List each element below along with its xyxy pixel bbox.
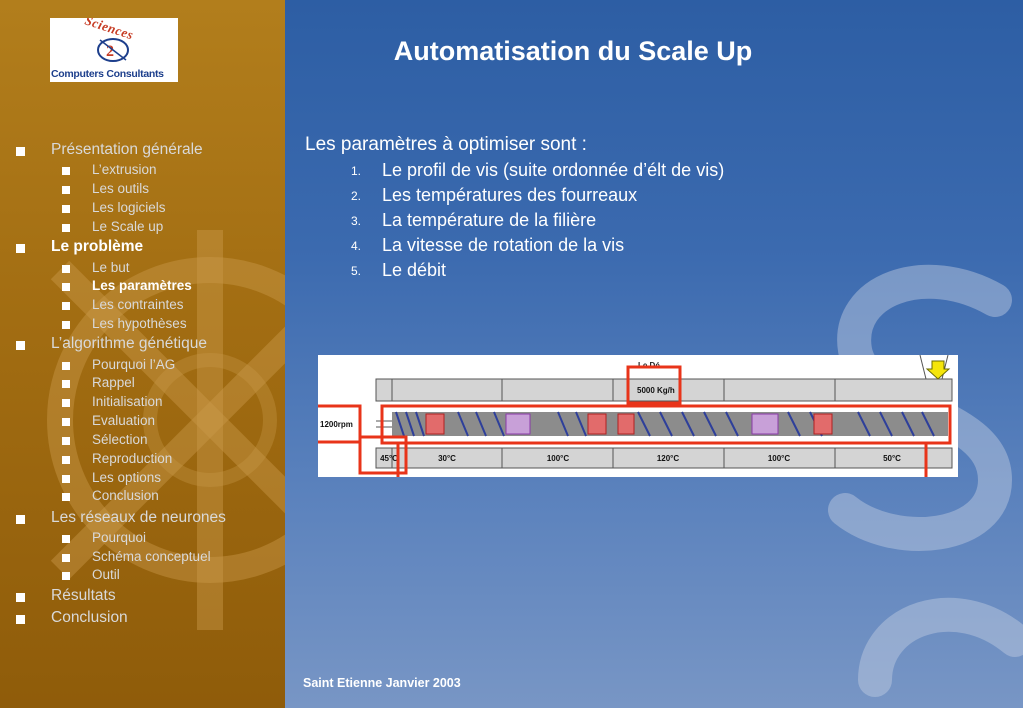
extruder-svg: Le Dé 5000 Kg/h 1200rpm (308, 354, 953, 481)
zone-temp-label: 100°C (768, 454, 791, 463)
square-bullet-icon (16, 244, 25, 253)
die-temp-highlight-box (358, 435, 408, 475)
slide-title: Automatisation du Scale Up (393, 36, 753, 66)
square-bullet-icon (62, 399, 70, 407)
extruder-diagram: Le Dé 5000 Kg/h 1200rpm (308, 354, 958, 481)
zone-temp-label: 120°C (657, 454, 680, 463)
square-bullet-icon (62, 572, 70, 580)
square-bullet-icon (62, 302, 70, 310)
square-bullet-icon (62, 418, 70, 426)
square-bullet-icon (62, 362, 70, 370)
square-bullet-icon (16, 147, 25, 156)
feed-arrow-icon (925, 360, 951, 380)
square-bullet-icon (62, 535, 70, 543)
square-bullet-icon (62, 186, 70, 194)
square-bullet-icon (16, 515, 25, 524)
square-bullet-icon (62, 321, 70, 329)
square-bullet-icon (62, 224, 70, 232)
square-bullet-icon (16, 341, 25, 350)
square-bullet-icon (62, 265, 70, 273)
square-bullet-icon (16, 593, 25, 602)
zone-temp-label: 45°C (380, 454, 398, 463)
logo-emblem-icon: 2 (97, 38, 129, 62)
slide-content: Automatisation du Scale Up Les paramètre… (285, 0, 1023, 708)
square-bullet-icon (62, 437, 70, 445)
square-bullet-icon (62, 283, 70, 291)
zone-temp-label: 50°C (883, 454, 901, 463)
footer-text: Saint Etienne Janvier 2003 (303, 676, 461, 690)
square-bullet-icon (62, 167, 70, 175)
flow-highlight-box (626, 365, 682, 405)
zone-temp-label: 100°C (547, 454, 570, 463)
square-bullet-icon (62, 475, 70, 483)
square-bullet-icon (62, 380, 70, 388)
logo-bottom-word: Computers Consultants (51, 68, 164, 80)
square-bullet-icon (16, 615, 25, 624)
square-bullet-icon (62, 205, 70, 213)
sidebar: Sciences 2 Computers Consultants Présent… (0, 0, 285, 708)
company-logo: Sciences 2 Computers Consultants (50, 18, 178, 82)
zone-temp-label: 30°C (438, 454, 456, 463)
flow-rate-label: 5000 Kg/h (637, 386, 675, 395)
rotation-speed-label: 1200rpm (320, 420, 353, 429)
square-bullet-icon (62, 554, 70, 562)
square-bullet-icon (62, 493, 70, 501)
square-bullet-icon (62, 456, 70, 464)
intro-text: Les paramètres à optimiser sont : (305, 134, 587, 155)
svg-text:2: 2 (106, 43, 114, 60)
